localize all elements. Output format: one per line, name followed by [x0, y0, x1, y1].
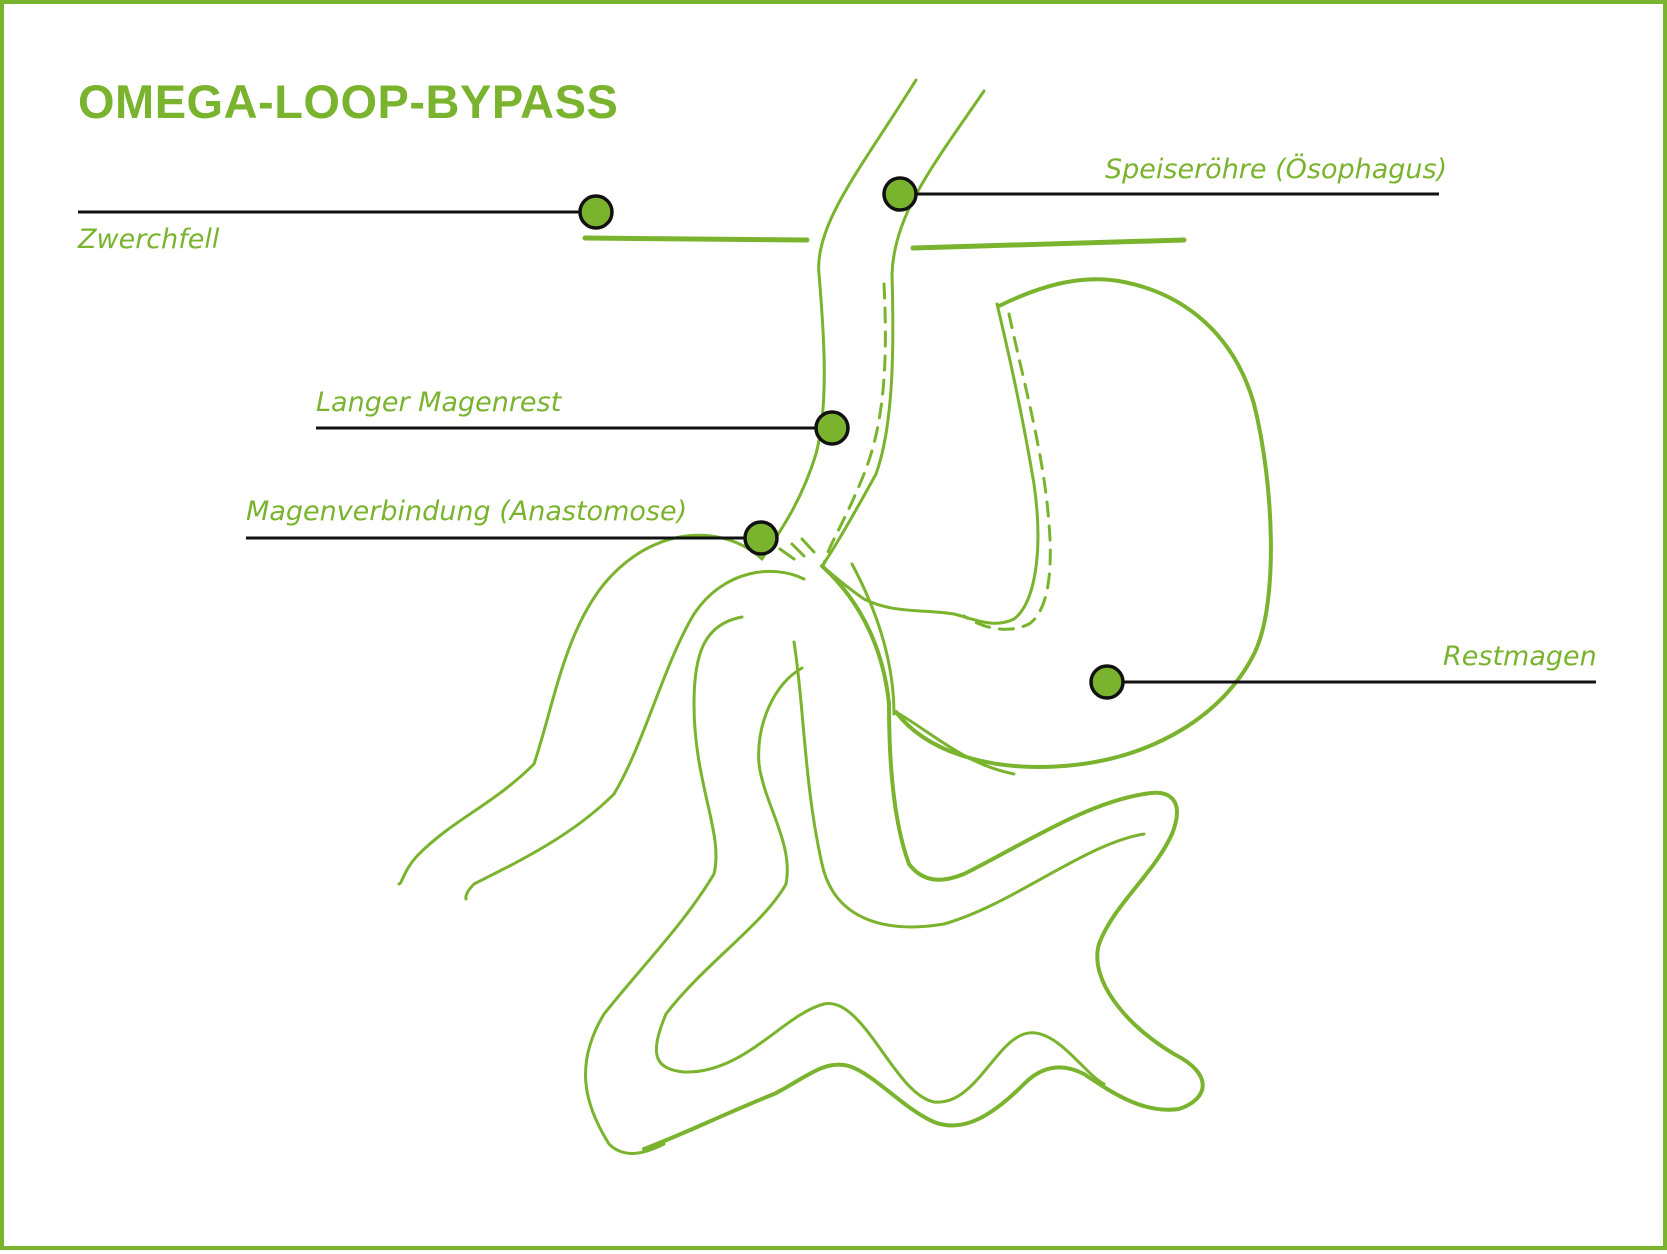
marker-zwerchfell: [578, 194, 614, 230]
intestine-outer: [642, 564, 1205, 1151]
label-restmagen: Restmagen: [1443, 641, 1597, 672]
staple-line-remnant: [962, 312, 1052, 631]
marker-speiseroehre: [882, 176, 918, 212]
diaphragm-left: [582, 235, 810, 243]
marker-anastomose: [743, 520, 779, 556]
esophagus-right-wall: [820, 89, 986, 568]
diagram-title: OMEGA-LOOP-BYPASS: [78, 75, 619, 128]
anatomy-drawing: [397, 78, 1273, 1155]
alimentary-limb-inner: [464, 569, 806, 901]
loop-upper-band: [792, 640, 1146, 929]
loop-inner: [654, 666, 1106, 1104]
label-magenrest: Langer Magenrest: [316, 387, 562, 418]
staple-line-pouch: [822, 282, 887, 566]
label-anastomose: Magenverbindung (Anastomose): [246, 496, 688, 527]
anastomosis-hatch: [778, 537, 816, 561]
label-zwerchfell: Zwerchfell: [78, 224, 220, 255]
anatomy-illustration: [78, 78, 1596, 1155]
alimentary-limb-left: [397, 533, 764, 886]
loop-left-outer: [584, 615, 744, 1155]
label-speiseroehre: Speiseröhre (Ösophagus): [1105, 154, 1448, 185]
esophagus-left-wall: [760, 78, 918, 561]
remnant-stomach-outer: [894, 277, 1273, 769]
marker-restmagen: [1089, 664, 1125, 700]
stomach-bottom: [894, 710, 1016, 776]
marker-magenrest: [814, 410, 850, 446]
diaphragm-right: [910, 237, 1187, 251]
remnant-stomach-inner: [820, 302, 1040, 625]
callout-markers: [578, 176, 1125, 700]
limb-wall: [850, 562, 896, 716]
callout-lines: [78, 192, 1596, 684]
